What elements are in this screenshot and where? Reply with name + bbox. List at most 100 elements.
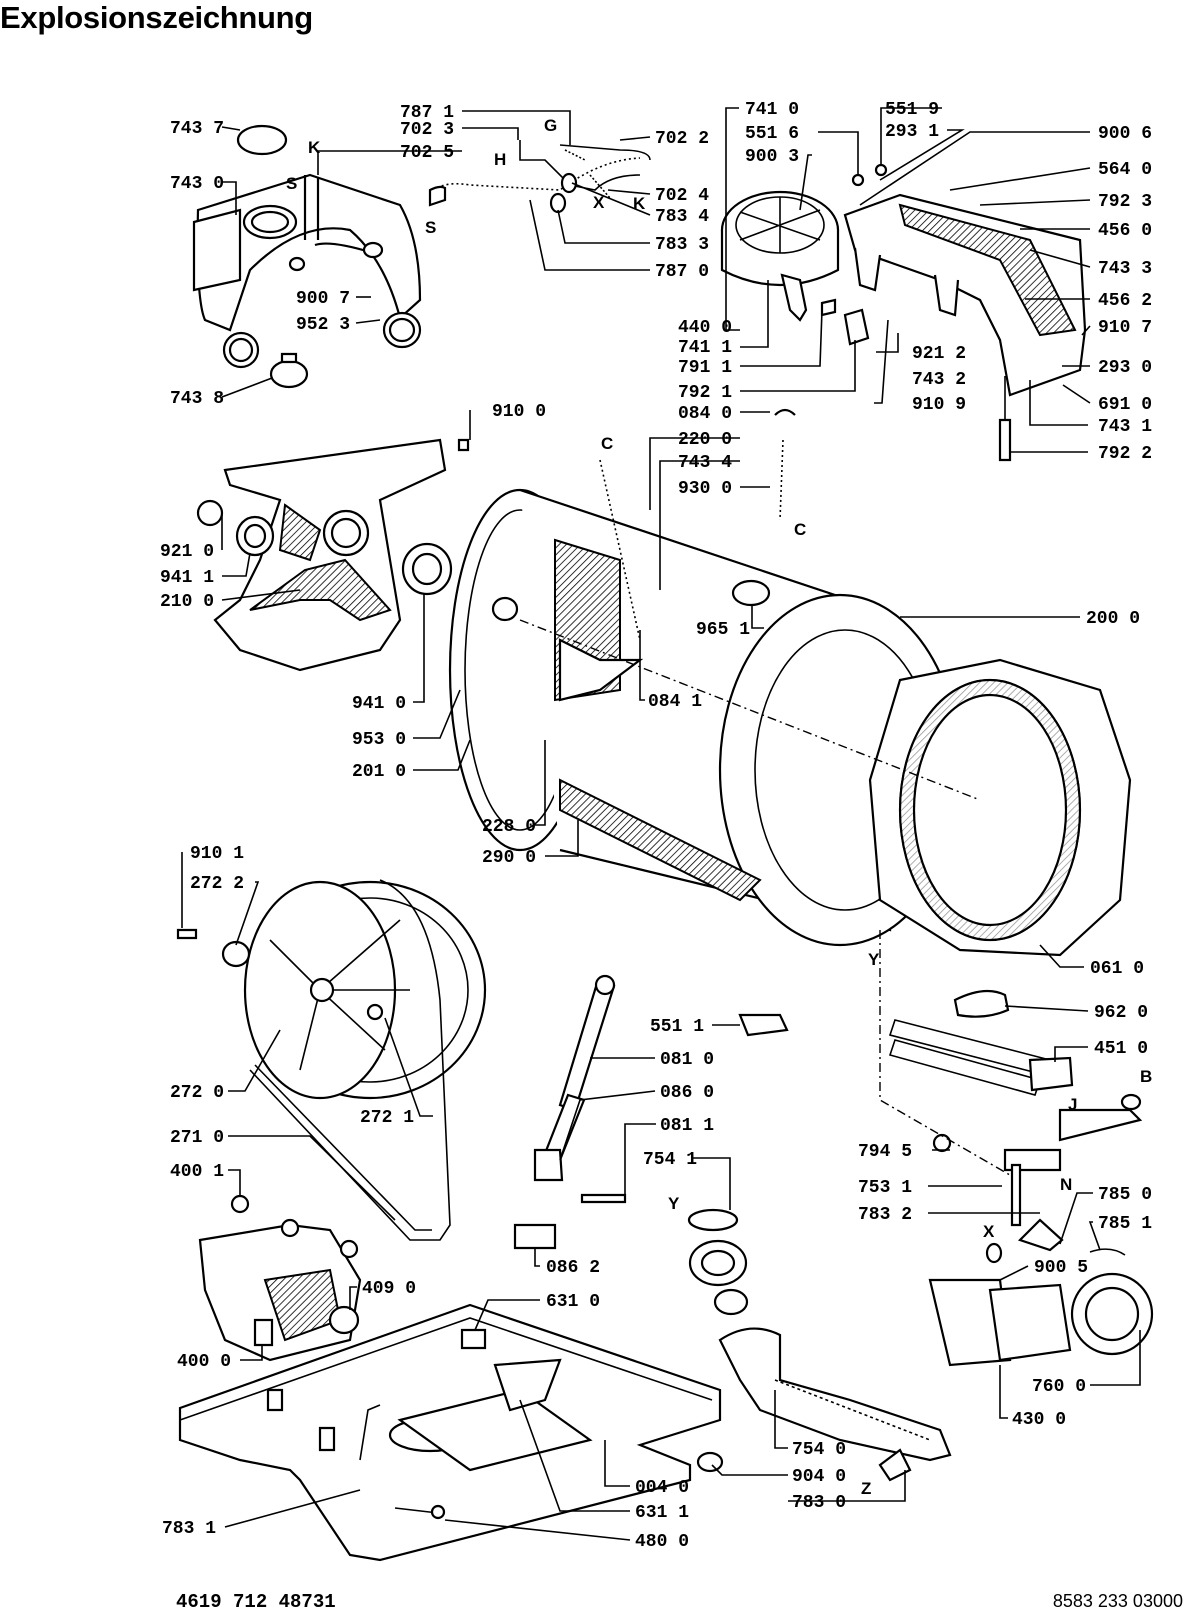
part-labels: 743 7 743 0 900 7 952 3 743 8 787 1 702 … (160, 100, 1152, 1552)
motor-part (198, 1194, 362, 1362)
part-number-label: 743 2 (912, 370, 966, 390)
drum-tub-part (448, 408, 1132, 957)
part-number-label: 200 0 (1086, 609, 1140, 629)
part-number-label: 783 3 (655, 235, 709, 255)
part-number-label: 941 0 (352, 694, 406, 714)
connection-letter: J (1068, 1095, 1077, 1114)
part-number-label: 293 0 (1098, 358, 1152, 378)
connection-letter: B (1140, 1067, 1152, 1086)
connection-letter: X (593, 193, 605, 212)
connection-letter: Y (868, 950, 880, 969)
part-number-label: 783 4 (655, 207, 709, 227)
part-number-label: 220 0 (678, 430, 732, 450)
base-plate-part (178, 1303, 722, 1562)
part-number-label: 743 1 (1098, 417, 1152, 437)
part-number-label: 792 1 (678, 383, 732, 403)
part-number-label: 440 0 (678, 318, 732, 338)
part-number-label: 791 1 (678, 358, 732, 378)
connection-letter: C (794, 520, 806, 539)
part-number-label: 787 1 (400, 103, 454, 123)
part-number-label: 904 0 (792, 1467, 846, 1487)
part-number-label: 941 1 (160, 568, 214, 588)
part-number-label: 962 0 (1094, 1003, 1148, 1023)
connection-letter: K (308, 138, 321, 157)
hose-bracket-part (192, 124, 422, 389)
part-number-label: 086 0 (660, 1083, 714, 1103)
part-number-label: 900 7 (296, 289, 350, 309)
connection-letter: H (494, 150, 506, 169)
part-number-label: 084 1 (648, 692, 702, 712)
part-number-label: 743 4 (678, 453, 732, 473)
part-number-label: 272 1 (360, 1108, 414, 1128)
part-number-label: 785 0 (1098, 1185, 1152, 1205)
connection-letter: Y (668, 1194, 680, 1213)
connection-letters: K S G H X K S C C Y J B N Y X Z (286, 116, 1152, 1498)
part-number-label: 430 0 (1012, 1410, 1066, 1430)
document-number-left: 4619 712 48731 (176, 1591, 336, 1613)
part-number-label: 290 0 (482, 848, 536, 868)
part-number-label: 753 1 (858, 1178, 912, 1198)
part-number-label: 921 2 (912, 344, 966, 364)
part-number-label: 900 3 (745, 147, 799, 167)
part-number-label: 900 5 (1034, 1258, 1088, 1278)
part-number-label: 201 0 (352, 762, 406, 782)
part-number-label: 409 0 (362, 1279, 416, 1299)
part-number-label: 702 5 (400, 143, 454, 163)
part-number-label: 293 1 (885, 122, 939, 142)
connection-letter: G (544, 116, 557, 135)
part-number-label: 783 1 (162, 1519, 216, 1539)
part-number-label: 743 7 (170, 119, 224, 139)
part-number-label: 551 1 (650, 1017, 704, 1037)
part-number-label: 921 0 (160, 542, 214, 562)
heater-pump-part (687, 930, 1154, 1482)
detergent-dispenser-part (720, 163, 1087, 462)
part-number-label: 272 2 (190, 874, 244, 894)
part-number-label: 743 0 (170, 174, 224, 194)
part-number-label: 084 0 (678, 404, 732, 424)
part-number-label: 783 2 (858, 1205, 912, 1225)
part-number-label: 272 0 (170, 1083, 224, 1103)
hose-assembly-part (428, 140, 651, 214)
connection-letter: K (633, 194, 646, 213)
part-number-label: 965 1 (696, 620, 750, 640)
part-number-label: 551 9 (885, 100, 939, 120)
part-number-label: 702 2 (655, 129, 709, 149)
part-number-label: 631 1 (635, 1503, 689, 1523)
part-number-label: 783 0 (792, 1493, 846, 1513)
part-number-label: 910 9 (912, 395, 966, 415)
part-number-label: 754 1 (643, 1150, 697, 1170)
connection-letter: X (983, 1222, 995, 1241)
connection-letter: S (425, 218, 436, 237)
part-number-label: 754 0 (792, 1440, 846, 1460)
part-number-label: 081 0 (660, 1050, 714, 1070)
part-number-label: 910 1 (190, 844, 244, 864)
part-number-label: 792 3 (1098, 192, 1152, 212)
part-number-label: 551 6 (745, 124, 799, 144)
part-number-label: 400 0 (177, 1352, 231, 1372)
part-number-label: 952 3 (296, 315, 350, 335)
part-number-label: 743 8 (170, 389, 224, 409)
page-title: Explosionszeichnung (0, 0, 313, 35)
part-number-label: 480 0 (635, 1532, 689, 1552)
connection-letter: C (601, 434, 613, 453)
drum-spider-part (196, 438, 470, 672)
part-number-label: 900 6 (1098, 124, 1152, 144)
part-number-label: 451 0 (1094, 1039, 1148, 1059)
part-number-label: 741 0 (745, 100, 799, 120)
part-number-label: 910 0 (492, 402, 546, 422)
part-number-label: 456 0 (1098, 221, 1152, 241)
part-number-label: 456 2 (1098, 291, 1152, 311)
part-number-label: 210 0 (160, 592, 214, 612)
part-number-label: 794 5 (858, 1142, 912, 1162)
connection-letter: Z (861, 1479, 871, 1498)
part-number-label: 400 1 (170, 1162, 224, 1182)
part-number-label: 760 0 (1032, 1377, 1086, 1397)
part-number-label: 702 4 (655, 186, 709, 206)
part-number-label: 631 0 (546, 1292, 600, 1312)
part-number-label: 741 1 (678, 338, 732, 358)
leader-lines (181, 107, 1141, 1541)
part-number-label: 061 0 (1090, 959, 1144, 979)
part-number-label: 004 0 (635, 1478, 689, 1498)
part-number-label: 564 0 (1098, 160, 1152, 180)
